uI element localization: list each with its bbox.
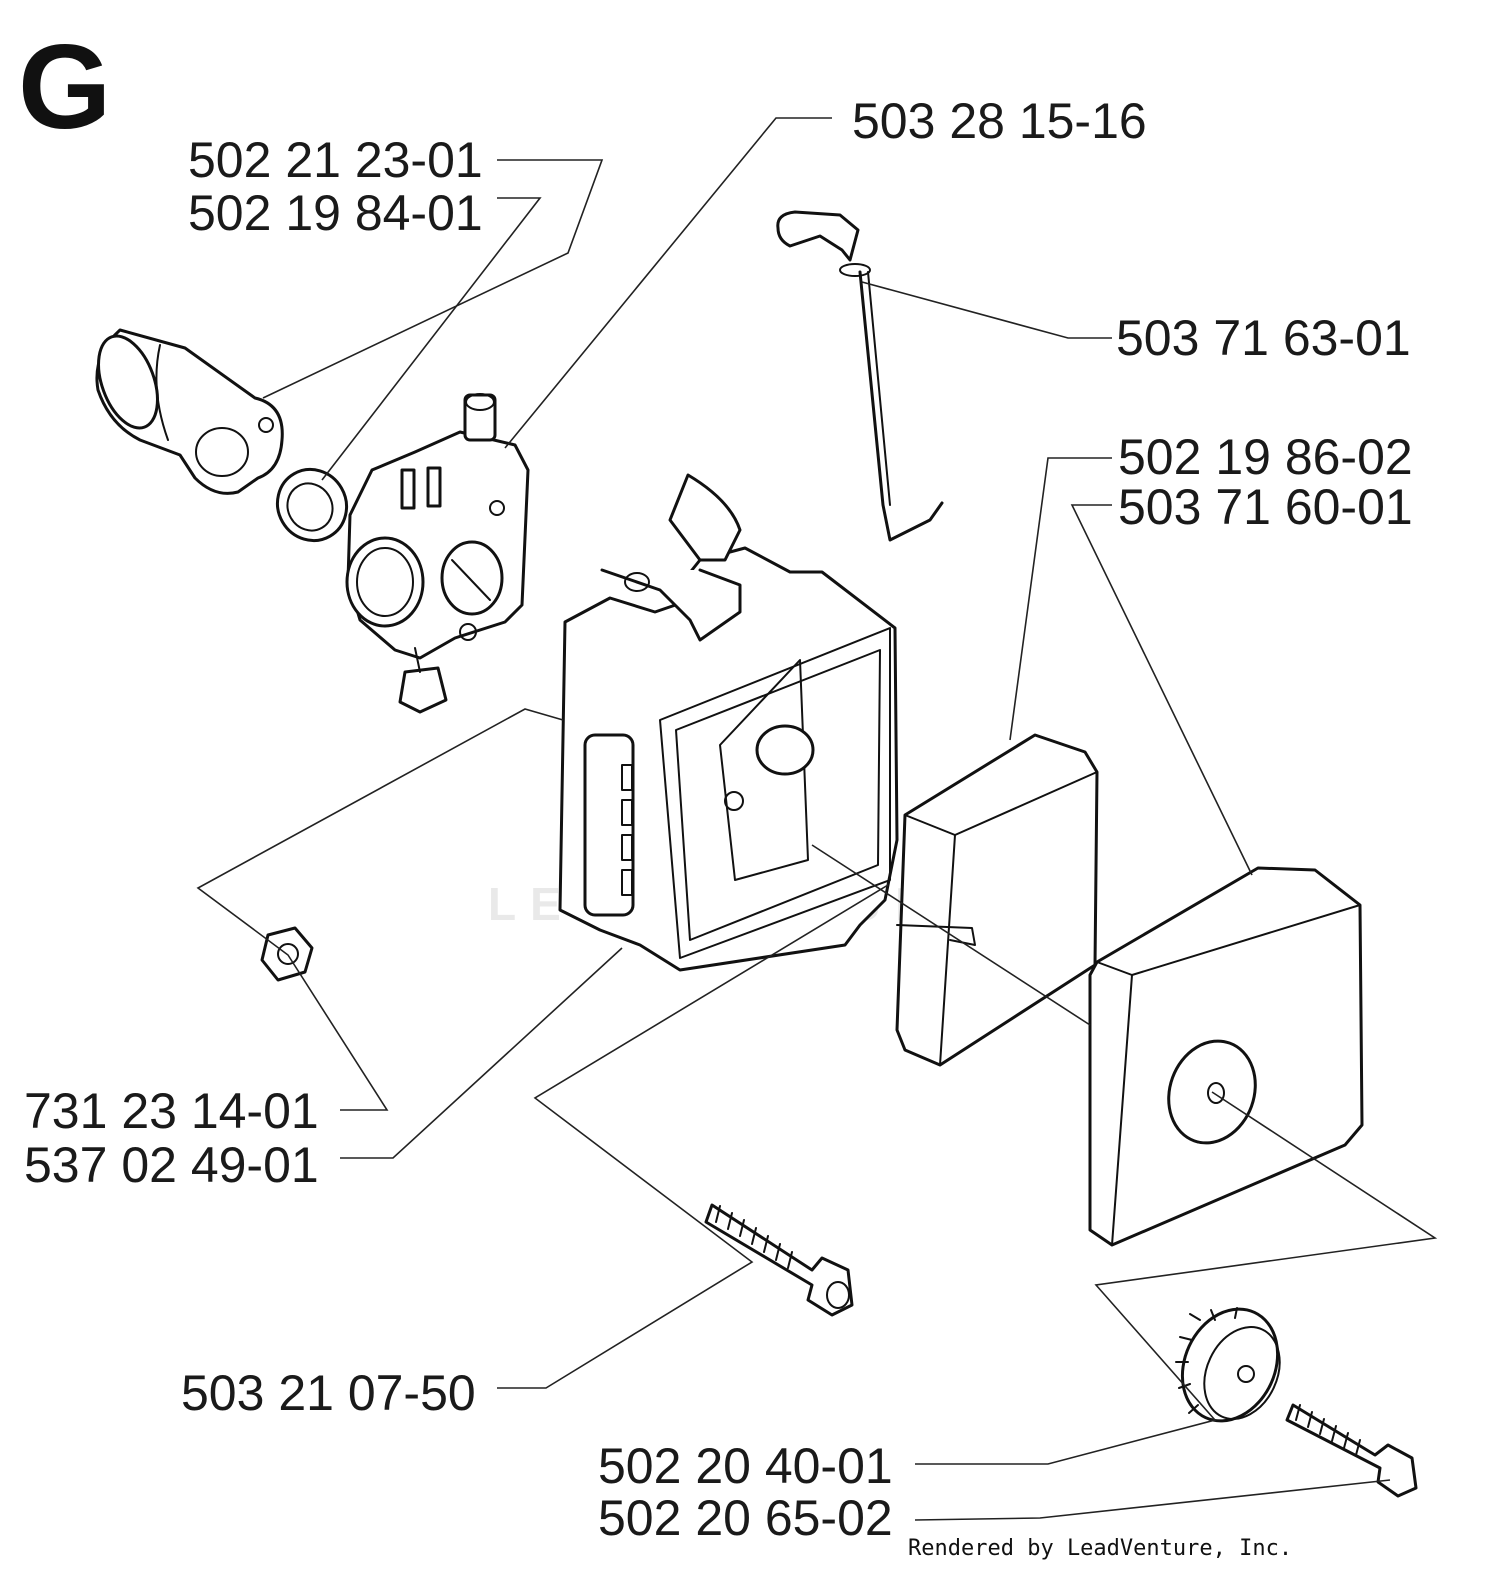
label-choke-rod: 503 71 63-01 xyxy=(1116,310,1411,366)
carburetor-part xyxy=(345,393,530,714)
leader-intake-seal-ring xyxy=(321,197,542,481)
label-filter-cover: 503 71 60-01 xyxy=(1118,479,1413,535)
render-credit: Rendered by LeadVenture, Inc. xyxy=(908,1536,1292,1561)
leader-air-filter xyxy=(1009,457,1112,741)
label-intake-seal-ring: 502 19 84-01 xyxy=(188,185,483,241)
label-air-filter: 502 19 86-02 xyxy=(1118,429,1413,485)
housing-screw-part xyxy=(704,1203,854,1317)
label-cover-knob: 502 20 40-01 xyxy=(598,1438,893,1494)
leader-intake-adapter xyxy=(262,159,604,399)
label-carburetor: 503 28 15-16 xyxy=(852,93,1147,149)
filter-housing-part xyxy=(558,473,899,972)
leader-choke-rod xyxy=(861,281,1112,339)
label-filter-housing: 537 02 49-01 xyxy=(24,1137,319,1193)
leader-cover-knob xyxy=(915,1091,1438,1465)
label-housing-screw: 503 21 07-50 xyxy=(181,1365,476,1421)
leader-nut xyxy=(196,708,564,1111)
label-knob-screw: 502 20 65-02 xyxy=(598,1490,893,1546)
leader-lines xyxy=(196,117,1438,1521)
leader-knob-screw xyxy=(914,1479,1391,1521)
leader-filter-stack xyxy=(811,844,1091,1026)
part-labels: 502 21 23-01 502 19 84-01 503 28 15-16 5… xyxy=(24,93,1413,1546)
label-nut: 731 23 14-01 xyxy=(24,1083,319,1139)
leader-filter-cover xyxy=(1070,504,1253,876)
choke-rod-part xyxy=(776,210,944,542)
filter-cover-part xyxy=(1088,866,1364,1247)
intake-adapter-part xyxy=(95,328,284,495)
section-letter: G xyxy=(18,20,111,154)
leader-carburetor xyxy=(504,117,832,449)
leader-filter-housing xyxy=(340,947,623,1159)
leader-housing-screw xyxy=(497,884,889,1389)
intake-seal-ring-part xyxy=(275,467,349,543)
air-filter-part xyxy=(895,733,1099,1067)
cover-knob-part xyxy=(1175,1307,1281,1423)
knob-screw-part xyxy=(1285,1403,1418,1498)
label-intake-adapter: 502 21 23-01 xyxy=(188,132,483,188)
